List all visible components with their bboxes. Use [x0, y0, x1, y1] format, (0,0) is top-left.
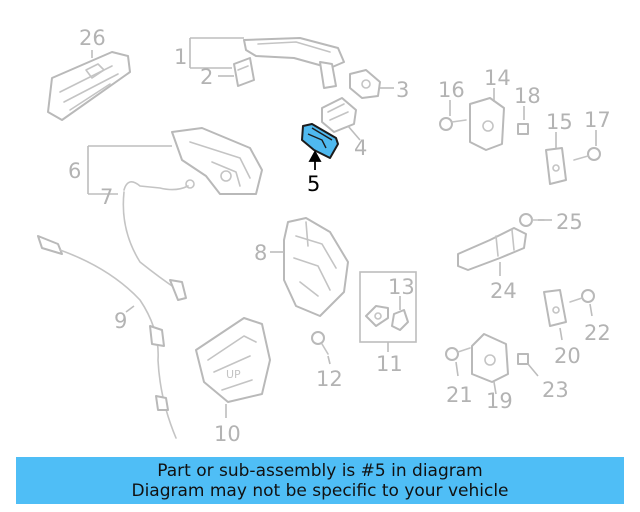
- part-20-hinge-plate: [543, 289, 567, 327]
- part-16-bolt: [439, 117, 467, 131]
- part-2-handle-cap: [233, 57, 255, 87]
- part-4-lock-housing: [321, 97, 357, 133]
- part-10-latch-cover: UP: [195, 317, 271, 403]
- part-19-lower-hinge: [471, 333, 509, 383]
- info-banner: Part or sub-assembly is #5 in diagram Di…: [16, 457, 624, 504]
- callout-7: 7: [100, 185, 113, 209]
- emboss-up-label: UP: [226, 368, 241, 381]
- callout-20: 20: [554, 344, 581, 368]
- callout-2: 2: [200, 65, 213, 89]
- callout-5: 5: [307, 172, 320, 196]
- banner-line-2: Diagram may not be specific to your vehi…: [131, 480, 509, 501]
- part-26-interior-handle-bezel: [47, 51, 131, 121]
- part-6-carrier-plate: [171, 127, 263, 195]
- part-7-cable: [122, 179, 195, 301]
- part-12-screw: [311, 331, 329, 355]
- banner-line-1: Part or sub-assembly is #5 in diagram: [157, 460, 483, 481]
- callout-16: 16: [438, 78, 465, 102]
- callout-25: 25: [556, 210, 583, 234]
- part-15-hinge-plate: [545, 147, 567, 185]
- part-17-bolt: [573, 147, 601, 161]
- callout-15: 15: [546, 110, 573, 134]
- callout-11: 11: [376, 352, 403, 376]
- parts-diagram: 26 1 2 3 4 5 6: [37, 26, 611, 446]
- callout-22: 22: [584, 321, 611, 345]
- callout-17: 17: [584, 108, 611, 132]
- callout-24: 24: [490, 279, 517, 303]
- part-3-handle-bracket: [349, 69, 381, 99]
- part-21-bolt: [445, 347, 471, 361]
- callout-14: 14: [484, 66, 511, 90]
- part-9-lock-cable: [37, 235, 177, 439]
- part-11-kit-components: [365, 305, 409, 331]
- callout-13: 13: [388, 275, 415, 299]
- part-23-cap: [517, 353, 529, 365]
- part-5-highlighted[interactable]: [301, 123, 339, 159]
- callout-8: 8: [254, 241, 267, 265]
- callout-18: 18: [514, 84, 541, 108]
- callout-1: 1: [174, 45, 187, 69]
- callout-4: 4: [354, 136, 367, 160]
- part-8-door-latch: [283, 217, 349, 317]
- callout-10: 10: [214, 422, 241, 446]
- part-24-check-strap: [457, 227, 527, 271]
- part-1-exterior-handle: [243, 37, 345, 89]
- part-22-bolt: [569, 289, 595, 303]
- callout-19: 19: [486, 389, 513, 413]
- callout-26: 26: [79, 26, 106, 50]
- callout-21: 21: [446, 383, 473, 407]
- callout-6: 6: [68, 159, 81, 183]
- part-14-hinge: [469, 97, 505, 151]
- callout-12: 12: [316, 367, 343, 391]
- callout-23: 23: [542, 378, 569, 402]
- callout-9: 9: [114, 309, 127, 333]
- part-18-cap: [517, 123, 529, 135]
- callout-3: 3: [396, 78, 409, 102]
